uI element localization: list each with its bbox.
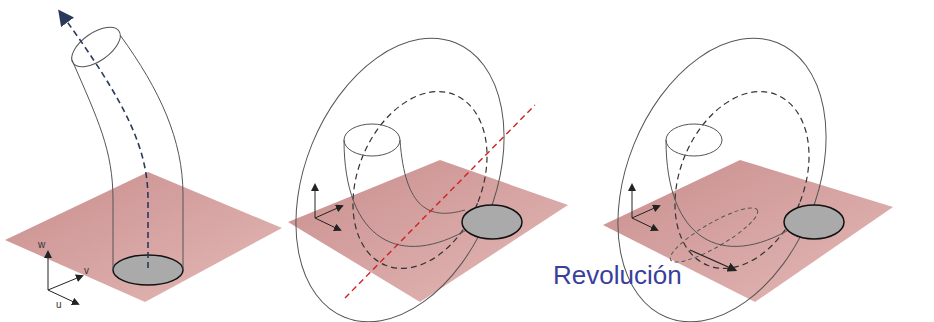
- torus-profile: [666, 124, 722, 156]
- revolution-axis: [345, 105, 535, 298]
- axis-label: u: [56, 300, 62, 310]
- axis-label: v: [84, 266, 89, 276]
- axes: [632, 185, 659, 230]
- section-ellipse: [665, 200, 764, 271]
- torus-centerline: [650, 71, 834, 288]
- axes: [48, 252, 82, 304]
- torus-outline: [666, 140, 792, 246]
- profile-disk: [113, 255, 183, 285]
- torus-centerline: [328, 71, 512, 288]
- direction-arrow: [690, 250, 735, 270]
- tube-outline: [72, 60, 113, 270]
- sweep-path: [60, 12, 148, 268]
- base-plane: [288, 160, 568, 302]
- base-plane: [5, 172, 282, 302]
- torus-outline: [400, 140, 465, 213]
- axes: [315, 185, 342, 230]
- torus-outline: [344, 140, 470, 246]
- axis-label: w: [38, 240, 45, 250]
- profile-disk: [784, 205, 844, 239]
- revolution-panel: [256, 7, 568, 322]
- caption-text: Revolución: [553, 262, 682, 288]
- profile-disk: [462, 205, 522, 239]
- tube-outline: [120, 35, 183, 270]
- revolution-circle: [256, 7, 543, 322]
- end-profile: [65, 19, 127, 74]
- torus-profile: [344, 124, 400, 156]
- sweep-panel: [5, 12, 282, 304]
